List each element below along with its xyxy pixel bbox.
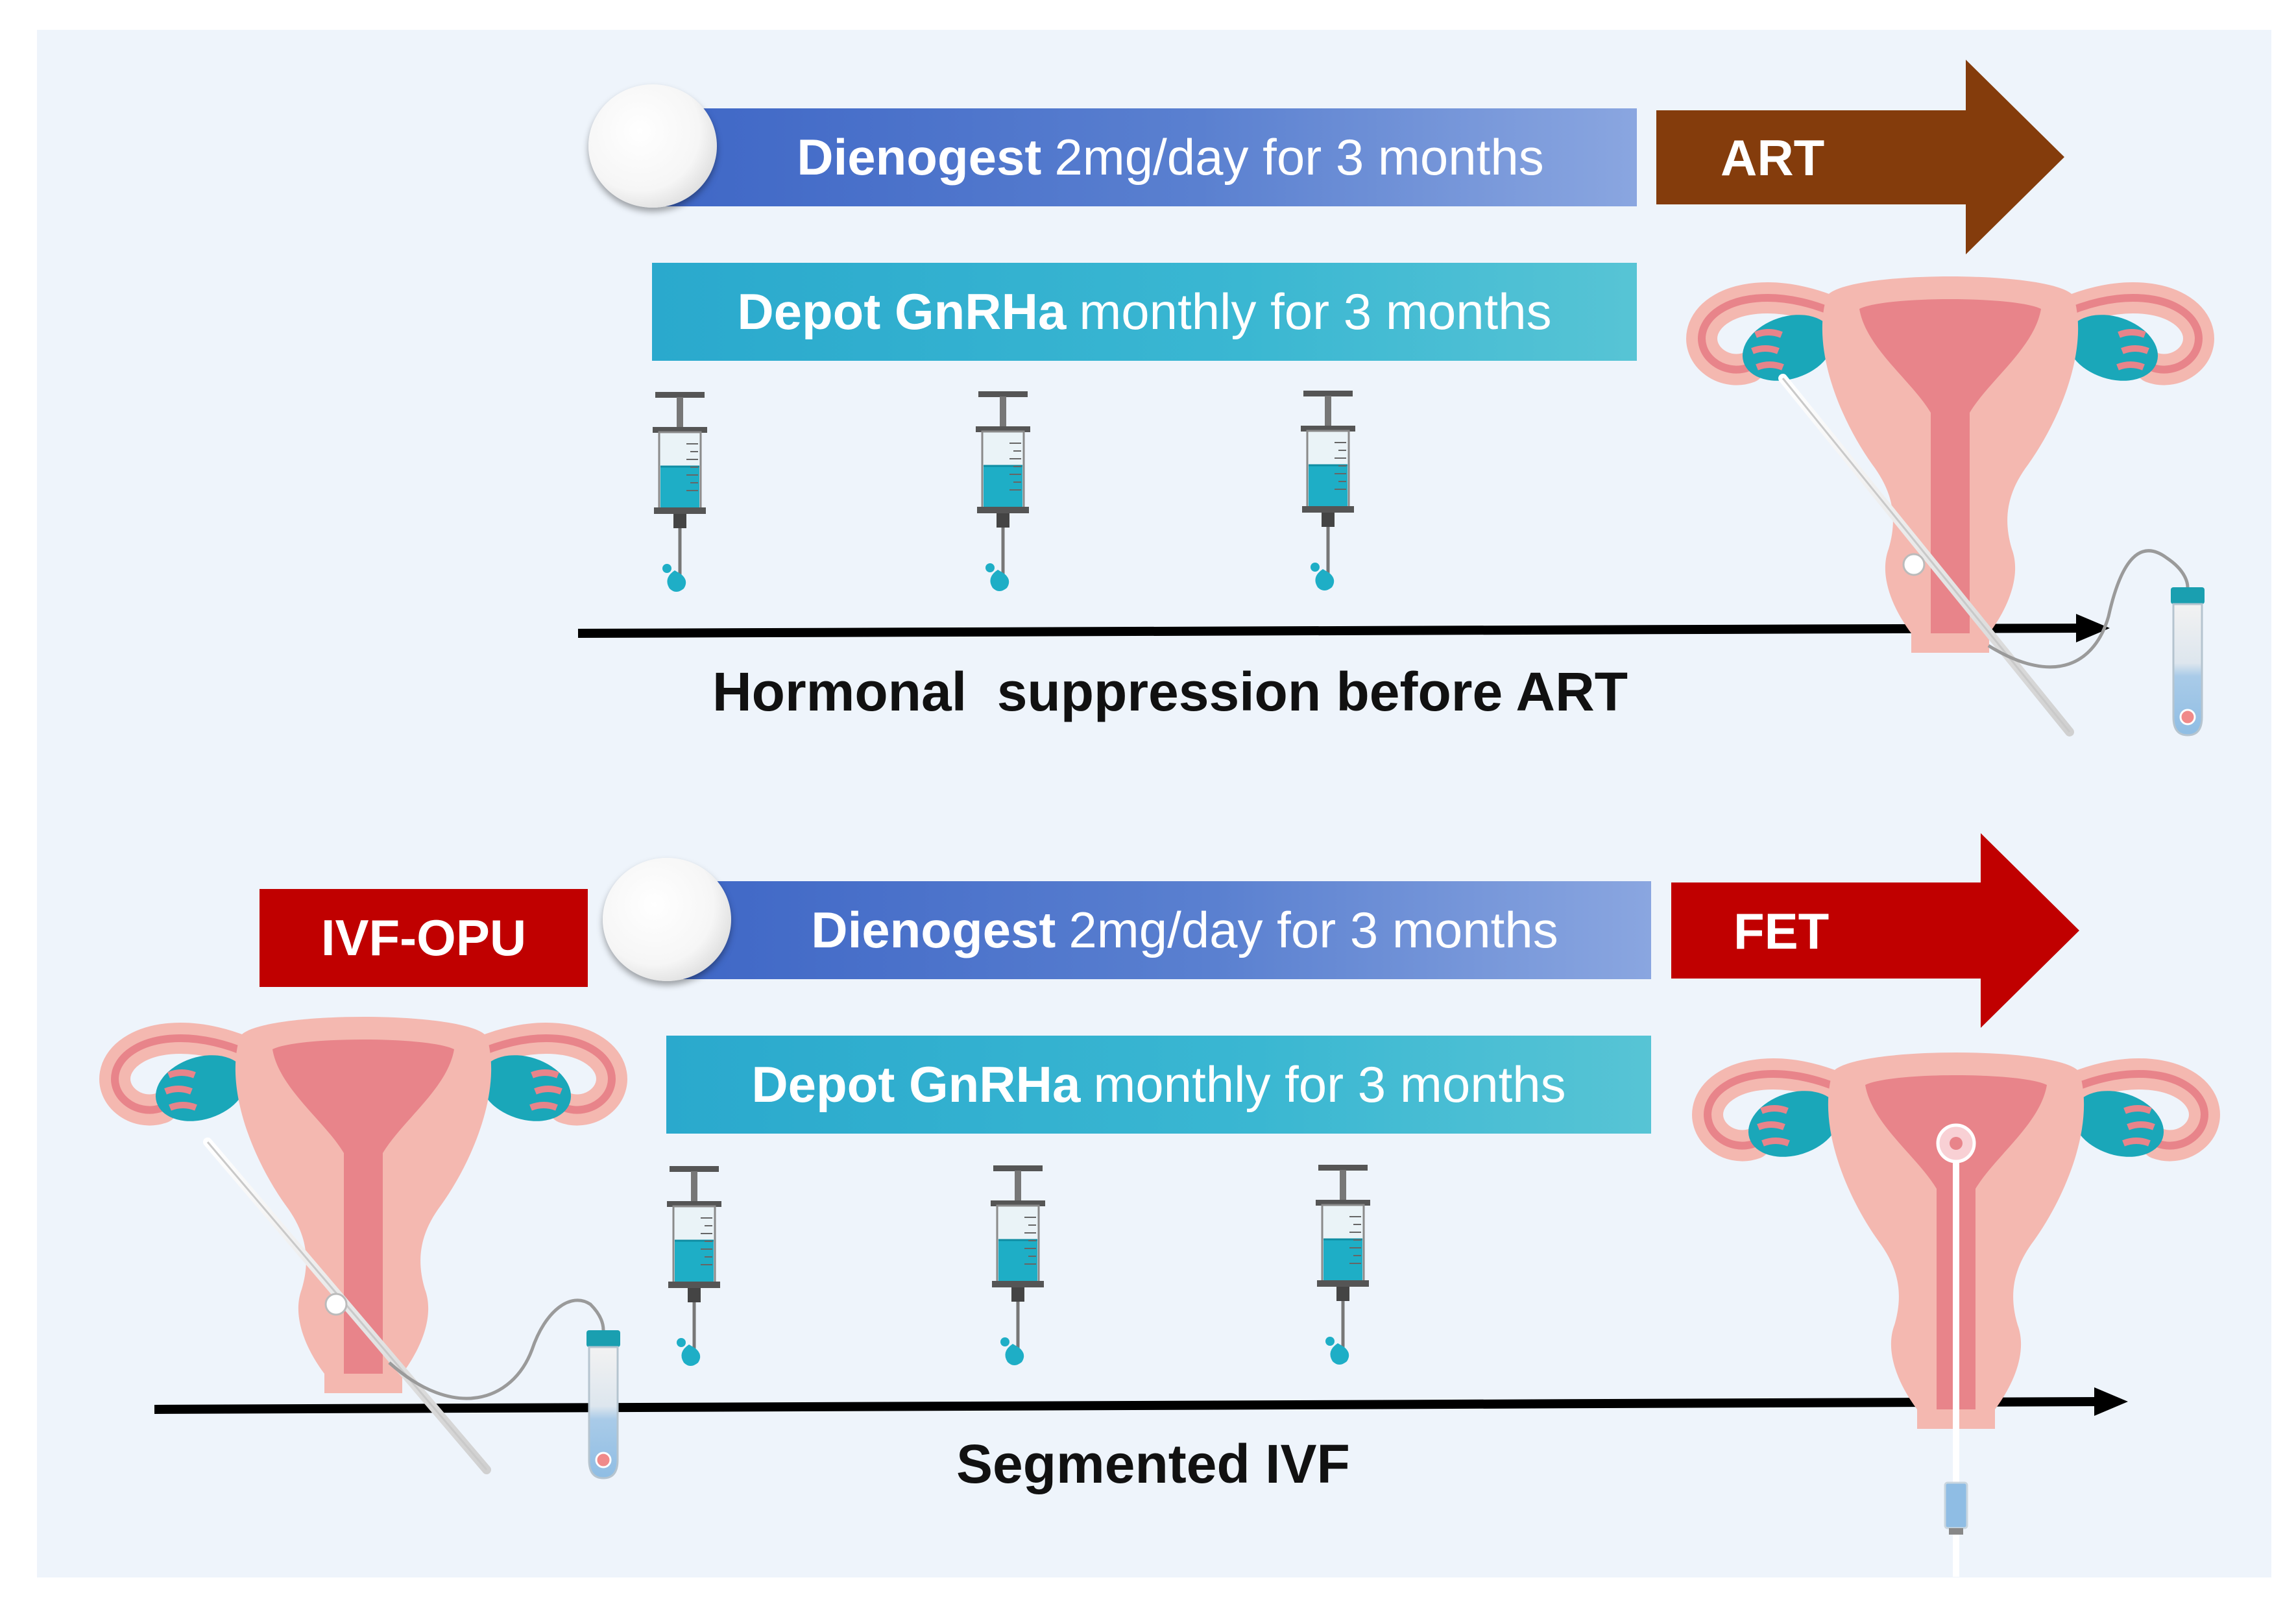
top-caption: Hormonal suppression before ART	[712, 661, 1628, 722]
depot-frequency: monthly for 3 months	[1093, 1056, 1566, 1113]
test-tube-icon	[2169, 586, 2206, 736]
dienogest-label: Dienogest	[811, 901, 1056, 958]
syringe-icon	[991, 1165, 1045, 1365]
depot-bar-top: Depot GnRHa monthly for 3 months	[652, 263, 1637, 361]
depot-label: Depot GnRHa	[751, 1056, 1081, 1113]
dienogest-dose: 2mg/day for 3 months	[1054, 128, 1544, 186]
syringe-icon	[667, 1166, 721, 1366]
depot-label: Depot GnRHa	[737, 283, 1067, 340]
art-label: ART	[1721, 129, 1825, 186]
fet-arrow	[1671, 833, 2079, 1028]
uterus-icon	[1702, 276, 2199, 653]
art-arrow	[1656, 60, 2064, 254]
dienogest-dose: 2mg/day for 3 months	[1069, 901, 1558, 958]
test-tube-icon	[585, 1329, 622, 1479]
dienogest-bar-top: Dienogest 2mg/day for 3 months	[665, 108, 1637, 206]
ivf-opu-box: IVF-OPU	[260, 889, 588, 987]
ivf-opu-label: IVF-OPU	[320, 909, 527, 966]
depot-frequency: monthly for 3 months	[1079, 283, 1552, 340]
pill-icon	[588, 84, 717, 208]
depot-bar-bottom: Depot GnRHa monthly for 3 months	[666, 1036, 1651, 1134]
pill-icon	[603, 858, 731, 981]
syringe-icon	[1316, 1165, 1370, 1365]
bottom-caption: Segmented IVF	[956, 1433, 1350, 1494]
timeline-arrow	[577, 624, 2083, 638]
fet-label: FET	[1734, 903, 1830, 960]
dienogest-label: Dienogest	[797, 128, 1042, 186]
syringe-icon	[653, 392, 707, 592]
syringe-icon	[1301, 391, 1355, 590]
dienogest-bar-bottom: Dienogest 2mg/day for 3 months	[679, 881, 1651, 979]
timeline-arrow	[154, 1397, 2103, 1414]
syringe-icon	[976, 391, 1030, 591]
